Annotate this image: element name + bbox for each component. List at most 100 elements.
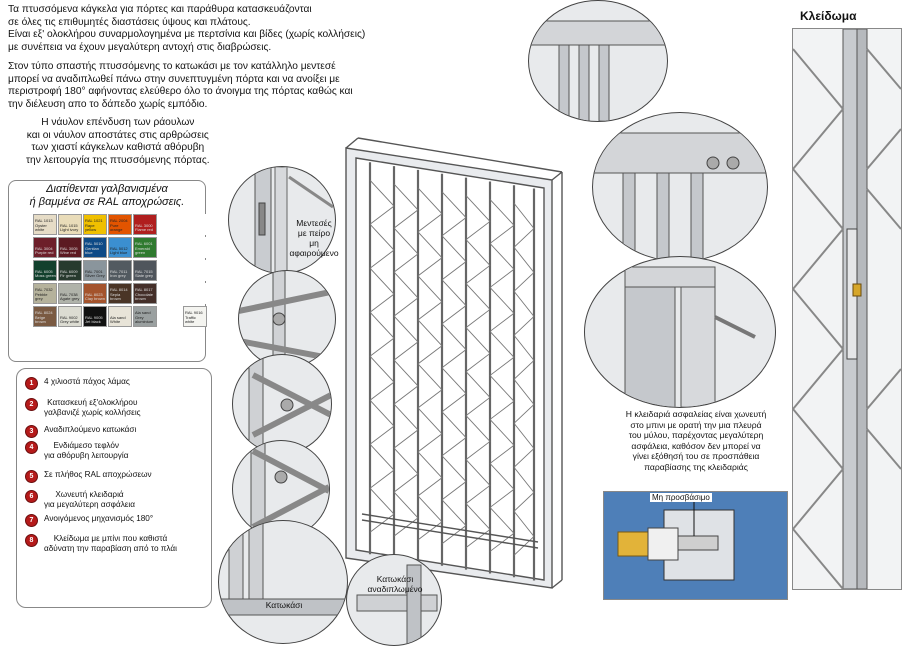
door-lattice-strut — [465, 353, 491, 372]
door-lattice-strut — [441, 499, 467, 526]
roller-detail-circle — [592, 112, 768, 262]
ral-swatch — [183, 283, 207, 304]
door-lattice-strut — [393, 315, 419, 343]
door-lattice-strut — [393, 403, 419, 431]
door-lattice-strut — [489, 419, 515, 446]
feature-text: Σε πλήθος RAL αποχρώσεων — [44, 470, 152, 479]
intro-line: με συνέπεια να έχουν μεγαλύτερη αντοχή σ… — [8, 41, 272, 53]
door-lattice-strut — [393, 473, 419, 493]
locking-heading: Κλείδωμα — [800, 9, 857, 23]
feature-text: Κατασκευή εξ'ολοκλήρου γαλβανιζέ χωρίς κ… — [44, 398, 141, 418]
door-lattice-strut — [513, 492, 535, 512]
feature-number-badge: 6 — [25, 490, 38, 503]
feature-number-badge: 7 — [25, 514, 38, 527]
intro-line: Είναι εξ' ολοκλήρου συναρμολογημένα με π… — [8, 29, 366, 41]
threshold-label: Κατωκάσι — [265, 600, 303, 610]
ral-swatch-label: RAL 8017 Chocolate brown — [135, 287, 154, 302]
door-lattice-strut — [369, 293, 395, 313]
door-lattice-strut — [489, 463, 515, 490]
door-lattice-strut — [441, 393, 467, 413]
ral-swatch-label: RAL 9002 Grey white — [60, 314, 80, 325]
door-lattice-strut — [465, 503, 491, 530]
folded-threshold-label: Κατωκάσι αναδιπλωμένο — [367, 574, 423, 594]
ral-swatch: RAL 1015 Light ivory — [58, 214, 82, 235]
door-lattice-strut — [441, 367, 467, 394]
door-lattice-strut — [465, 459, 491, 486]
door-lattice-strut — [369, 205, 395, 225]
top-rail-detail-circle — [528, 0, 668, 122]
lock-description: Η κλειδαριά ασφαλείας είναι χωνευτή στο … — [625, 409, 767, 472]
ral-swatch: Ala sand Grey aluminium — [133, 306, 157, 327]
lock-diagram-label: Μη προσβάσιμο — [650, 493, 712, 502]
door-lattice-strut — [489, 507, 515, 534]
door-lattice-strut — [441, 411, 467, 438]
door-lattice-strut — [393, 341, 419, 361]
ral-swatch — [183, 214, 207, 235]
feature-text: 4 χιλιοστά πάχος λάμας — [44, 377, 130, 386]
ral-swatch-label: RAL 3005 Wine red — [60, 245, 78, 256]
intro-line: Τα πτυσσόμενα κάγκελα για πόρτες και παρ… — [8, 4, 312, 15]
door-lattice-strut — [393, 253, 419, 273]
folding-line: μπορεί να αναδιπλωθεί πάνω στην συνεπτυγ… — [8, 73, 340, 85]
ral-swatch-label: RAL 9016 Traffic white — [185, 310, 203, 325]
ral-swatch-label: RAL 6009 Fir green — [60, 268, 78, 279]
ral-swatch: RAL 6009 Fir green — [58, 260, 82, 281]
ral-swatch-label: RAL 3004 Purple red — [35, 245, 54, 256]
door-lattice-strut — [513, 467, 535, 493]
door-lattice-strut — [489, 268, 515, 288]
door-lattice-strut — [369, 267, 395, 295]
feature-number-badge: 3 — [25, 425, 38, 438]
door-lattice-strut — [489, 488, 515, 508]
ral-swatch: RAL 7011 Iron grey — [108, 260, 132, 281]
ral-swatch: RAL 3005 Wine red — [58, 237, 82, 258]
door-lattice-strut — [417, 389, 443, 409]
ral-swatch: RAL 5010 Gentian blue — [83, 237, 107, 258]
door-lattice-strut — [417, 451, 443, 479]
door-lattice-strut — [513, 316, 535, 336]
door-lattice-strut — [489, 356, 515, 376]
ral-swatch — [158, 214, 182, 235]
door-lattice-strut — [441, 323, 467, 350]
door-lattice-strut — [417, 495, 443, 523]
door-lattice-strut — [465, 415, 491, 442]
door-lattice-strut — [513, 423, 535, 449]
door-lattice-strut — [441, 349, 467, 369]
door-lattice-strut — [393, 227, 419, 255]
folding-door-drawing — [345, 137, 563, 589]
ral-swatch: RAL 7032 Pebble grey — [33, 283, 57, 304]
door-lattice-strut — [393, 429, 419, 449]
ral-swatch-label: RAL 8024 Beige brown — [35, 310, 53, 325]
ral-swatch: RAL 7038 Agate grey — [58, 283, 82, 304]
intro-line: σε όλες τις επιθυμητές διαστάσεις ύψους … — [8, 16, 251, 28]
ral-title: Διατίθενται γαλβανισμένα ή βαμμένα σε RA… — [9, 183, 205, 209]
ral-swatch-label: Ala sand Grey aluminium — [135, 310, 154, 325]
ral-swatch: RAL 8014 Sepia brown — [108, 283, 132, 304]
door-lattice-strut — [417, 301, 443, 321]
door-lattice-strut — [417, 477, 443, 497]
door-lattice-strut — [513, 228, 535, 248]
door-lattice-strut — [417, 231, 443, 259]
door-lattice-strut — [489, 375, 515, 402]
ral-swatch: RAL 7015 Slate grey — [133, 260, 157, 281]
door-lattice-strut — [489, 287, 515, 314]
ral-swatch-label: RAL 7015 Slate grey — [135, 268, 154, 279]
ral-swatch: RAL 3000 Flame red — [133, 214, 157, 235]
door-lattice-strut — [489, 224, 515, 244]
locking-photo-panel — [792, 28, 902, 590]
door-lattice-strut — [441, 235, 467, 262]
ral-swatch — [183, 260, 207, 281]
ral-swatch: RAL 6005 Moss green — [33, 260, 57, 281]
folding-mechanism-circle — [584, 256, 776, 408]
door-lattice-strut — [441, 217, 467, 237]
door-lattice-strut — [441, 481, 467, 501]
door-lattice-strut — [465, 327, 491, 354]
door-lattice-strut — [393, 271, 419, 299]
ral-swatch: RAL 1021 Rape yellow — [83, 214, 107, 235]
door-lattice-strut — [441, 455, 467, 482]
ral-swatch: Ala sand White — [108, 306, 132, 327]
